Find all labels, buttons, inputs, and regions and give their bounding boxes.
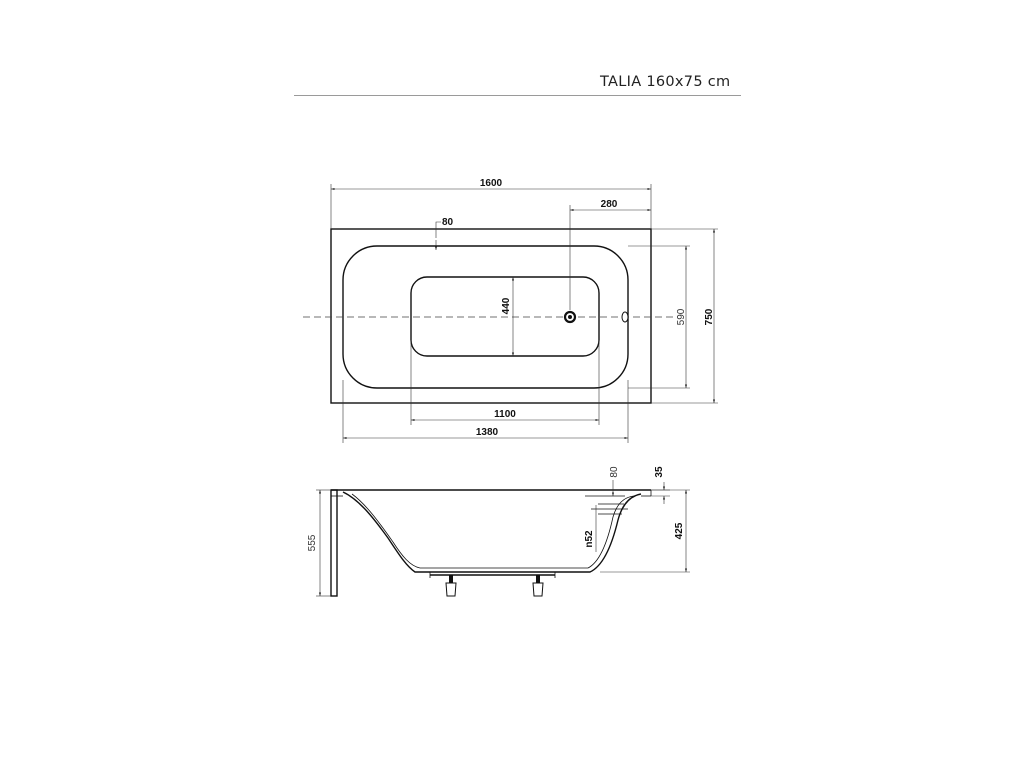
dim-depth-label: 425 (674, 522, 685, 539)
dim-total-height-label: 555 (307, 534, 318, 551)
foot-left-icon (445, 575, 457, 597)
dim-leader-rim (435, 221, 441, 238)
apron-panel (330, 489, 338, 597)
dim-rim-label: 80 (442, 217, 454, 228)
overflow-icon (621, 311, 629, 323)
dim-rim-thickness-label: 35 (654, 466, 665, 478)
dim-inner-width-label: 590 (676, 308, 687, 325)
foot-right-icon (532, 575, 544, 597)
tub-outer-outline (330, 228, 652, 404)
dim-bottom-length-label: 1100 (494, 409, 516, 420)
drawing-title: TALIA 160x75 cm (600, 74, 731, 90)
dim-overflow-label: 80 (609, 466, 620, 478)
tub-profile-outer (342, 491, 642, 573)
dim-length-label: 1600 (480, 178, 503, 189)
dim-drain-label: n52 (584, 530, 595, 548)
tub-profile-inner (351, 493, 635, 569)
dim-inner-length-label: 1380 (476, 427, 499, 438)
top-view: 1600 280 80 440 590 750 1100 1380 (303, 178, 718, 443)
dim-width-label: 750 (704, 308, 715, 325)
dim-drain-offset-label: 280 (601, 199, 618, 210)
side-view: 555 80 35 n52 425 (307, 466, 690, 597)
title-divider (294, 95, 741, 96)
dim-bottom-width-label: 440 (501, 297, 512, 314)
tub-bottom-floor (410, 276, 600, 357)
